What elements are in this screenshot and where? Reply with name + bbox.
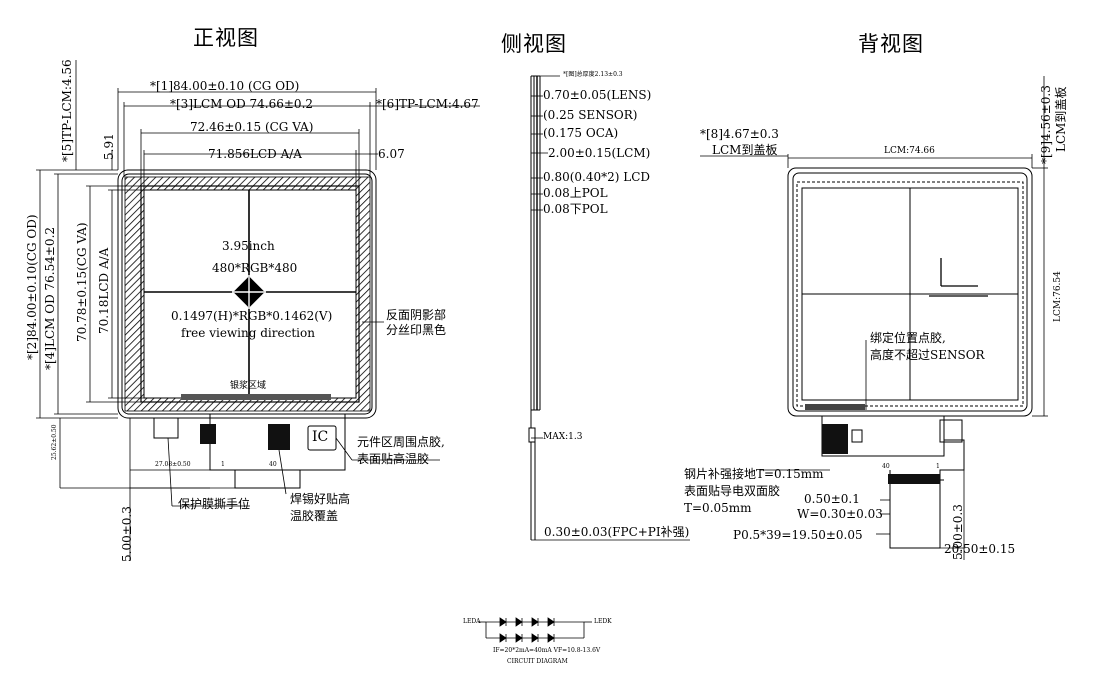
side-leaders [531,75,560,439]
back-dim-8: *[8]4.67±0.3 [700,127,779,141]
back-lcm-width: LCM:74.66 [884,146,935,156]
back-pitch-a: 0.50±0.1 [804,492,860,506]
dim-5-91: 5.91 [102,133,116,160]
side-layer-bottom-pol: 0.08下POL [543,202,608,216]
dim-v-lcd-aa: 70.18LCD A/A [97,247,111,334]
led-row-2 [499,633,555,643]
back-note-steel-2: 表面贴导电双面胶 [684,484,781,498]
dim-v-cg-va: 70.78±0.15(CG VA) [75,222,89,342]
note-shadow-2: 分丝印黑色 [386,323,447,337]
back-dim-20-50: 20.50±0.15 [944,542,1016,556]
note-ic-2: 表面贴高温胶 [357,452,430,466]
dim-v-lcm-od: *[4]LCM OD 76.54±0.2 [43,226,57,370]
side-layer-lcd: 0.80(0.40*2) LCD [543,170,651,184]
circuit-ledk: LEDK [594,618,612,625]
back-dim-9b: LCM到盖板 [1054,86,1068,152]
back-pitch-w: W=0.30±0.03 [797,507,883,521]
front-pin-1: 1 [221,461,225,468]
back-note-steel-1: 钢片补强接地T=0.15mm [684,467,824,481]
back-view-title: 背视图 [858,32,924,56]
silver-paste-area: 银浆区域 [230,381,267,391]
side-layer-top-pol: 0.08上POL [543,186,608,200]
back-lcm-outline [787,167,1033,417]
panel-size: 3.95inch [222,239,275,253]
ic-label: IC [312,429,329,445]
back-frame-dashed [796,181,1024,407]
panel-pixel-pitch: 0.1497(H)*RGB*0.1462(V) [171,309,333,323]
side-layer-lens: 0.70±0.05(LENS) [543,88,652,102]
side-layer-sensor: (0.25 SENSOR) [543,108,638,122]
dim-v-cg-od: *[2]84.00±0.10(CG OD) [25,214,39,360]
panel-resolution: 480*RGB*480 [212,261,298,275]
note-solder-1: 焊锡好贴高 [290,492,351,506]
dim-6-07: 6.07 [378,147,405,161]
dim-5-00-front: 5.00±0.3 [120,506,134,562]
back-pitch-total: P0.5*39=19.50±0.05 [733,528,863,542]
circuit-diagram [478,617,592,643]
front-viewing-area [140,185,360,403]
back-lcm-height: LCM:76.54 [1053,271,1063,322]
back-note-steel-3: T=0.05mm [684,501,752,515]
dim-lcm-od: *[3]LCM OD 74.66±0.2 [170,97,314,111]
side-fpc-thickness: 0.30±0.03(FPC+PI补强) [544,525,690,539]
dim-25-62: 25.62±0.50 [51,424,58,460]
back-dim-5-00: 5.00±0.3 [951,504,965,560]
front-pin-40: 40 [269,461,277,468]
circuit-caption: CIRCUIT DIAGRAM [507,658,568,665]
back-view [700,76,1048,560]
dim-cg-od: *[1]84.00±0.10 (CG OD) [150,79,300,93]
back-dim-8b: LCM到盖板 [712,143,778,157]
side-view [528,75,690,541]
side-max: MAX:1.3 [543,432,583,442]
back-pin-1: 1 [936,463,940,470]
circuit-leda: LEDA [463,618,481,625]
back-dim-9: *[9]4.56±0.3 [1039,85,1053,164]
dim-27-08: 27.08±0.50 [155,461,191,468]
front-cg-outline [117,169,377,419]
side-layer-lcm: 2.00±0.15(LCM) [548,146,651,160]
front-silver-bar [181,394,331,400]
note-solder-2: 温胶覆盖 [290,509,339,523]
front-view-title: 正视图 [193,26,259,50]
side-view-title: 侧视图 [501,32,567,56]
back-note-glue-2: 高度不超过SENSOR [870,348,985,362]
side-layer-oca: (0.175 OCA) [543,126,619,140]
note-ic-1: 元件区周围点胶, [357,435,445,449]
led-row-1 [499,617,555,627]
panel-viewing-direction: free viewing direction [181,326,315,340]
back-pin-40: 40 [882,463,890,470]
back-note-glue-1: 绑定位置点胶, [870,331,946,345]
dim-tp-lcm-right: *[6]TP-LCM:4.67 [376,97,479,111]
front-peel-tab [153,417,179,439]
note-shadow-1: 反面阴影部 [386,308,447,322]
note-peel-tab: 保护膜撕手位 [178,497,251,511]
front-view [36,60,480,560]
dim-lcd-aa: 71.856LCD A/A [208,147,302,161]
side-total-thickness: *[图]总厚度2.13±0.3 [563,71,623,78]
dim-cg-va: 72.46±0.15 (CG VA) [190,120,314,134]
circuit-spec: IF=20*2mA=40mA VF=10.8-13.6V [493,647,601,654]
dim-tp-lcm-left: *[5]TP-LCM:4.56 [60,59,74,162]
